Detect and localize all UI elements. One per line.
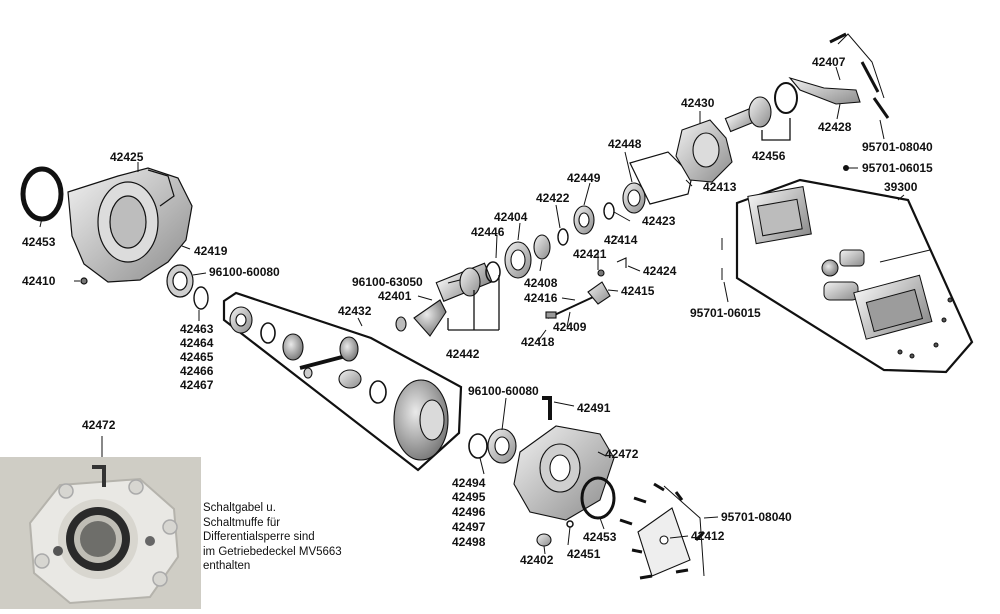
label-42494: 42494 [452, 476, 486, 490]
label-42472-photo: 42472 [82, 418, 116, 432]
assembly-note: Schaltgabel u. Schaltmuffe für Different… [203, 501, 378, 574]
label-42413: 42413 [703, 180, 737, 194]
label-95701-06015-top: 95701-06015 [862, 161, 933, 175]
label-42464: 42464 [180, 336, 214, 350]
label-96100-60080-bottom: 96100-60080 [468, 384, 539, 398]
label-42416: 42416 [524, 291, 558, 305]
label-42415: 42415 [621, 284, 655, 298]
label-42472-diagram: 42472 [605, 447, 639, 461]
seal-42453-b [580, 476, 616, 520]
label-42424: 42424 [643, 264, 677, 278]
pinion-shaft-group [395, 151, 693, 337]
label-42497: 42497 [452, 520, 486, 534]
leader-lines-actuator [721, 194, 905, 303]
note-line-1: Schaltgabel u. [203, 502, 276, 514]
shift-fork-group [545, 257, 627, 319]
differential-housing-group [20, 166, 209, 310]
label-42428: 42428 [818, 120, 852, 134]
leader-lines-upper-right [699, 33, 885, 169]
label-42430: 42430 [681, 96, 715, 110]
label-42414: 42414 [604, 233, 638, 247]
label-42409: 42409 [553, 320, 587, 334]
leader-lines-left [39, 162, 207, 321]
pinion-gear-42401 [413, 299, 447, 337]
cover-photo-graphic [0, 457, 201, 609]
label-42491: 42491 [577, 401, 611, 415]
flange-group [675, 32, 890, 183]
bracket-42442 [447, 275, 500, 331]
label-42407: 42407 [812, 55, 846, 69]
leader-lines-cover [479, 397, 719, 555]
label-42496: 42496 [452, 505, 486, 519]
leader-lines-center [357, 151, 693, 342]
part-number-labels: 42425 42453 42419 42410 96100-60080 4246… [22, 55, 933, 567]
label-42498: 42498 [452, 535, 486, 549]
bracket-42428 [788, 76, 861, 105]
label-96100-60080-top: 96100-60080 [209, 265, 280, 279]
washer-42451 [566, 520, 574, 528]
differential-kit-frame-42432 [222, 291, 463, 472]
label-42423: 42423 [642, 214, 676, 228]
label-42449: 42449 [567, 171, 601, 185]
label-42495: 42495 [452, 490, 486, 504]
shim-ring-42463 [193, 286, 209, 310]
shim-42494 [468, 433, 488, 459]
label-42410: 42410 [22, 274, 56, 288]
label-42432: 42432 [338, 304, 372, 318]
differential-kit-parts [229, 306, 449, 461]
label-42401: 42401 [378, 289, 412, 303]
note-line-3: Differentialsperre sind [203, 531, 315, 543]
label-95701-08040-bottom: 95701-08040 [721, 510, 792, 524]
label-42467: 42467 [180, 378, 214, 392]
screw-42410 [80, 277, 88, 285]
label-42442: 42442 [446, 347, 480, 361]
label-42404: 42404 [494, 210, 528, 224]
cover-bolts [619, 482, 706, 580]
label-95701-08040-top: 95701-08040 [862, 140, 933, 154]
note-line-2: Schaltmuffe für [203, 516, 281, 529]
bolt-bracket-95701-08040 [663, 485, 705, 577]
label-42408: 42408 [524, 276, 558, 290]
actuator-parts [747, 186, 953, 359]
label-42412: 42412 [691, 529, 725, 543]
label-42466: 42466 [180, 364, 214, 378]
label-42451: 42451 [567, 547, 601, 561]
label-42422: 42422 [536, 191, 570, 205]
bracket-42456 [761, 118, 791, 141]
label-95701-06015-left: 95701-06015 [690, 306, 761, 320]
cover-group [468, 396, 691, 577]
label-42421: 42421 [573, 247, 607, 261]
label-42419: 42419 [194, 244, 228, 258]
breather-42491 [542, 396, 552, 420]
note-line-5: enthalten [203, 560, 251, 572]
label-42456: 42456 [752, 149, 786, 163]
label-42465: 42465 [180, 350, 214, 364]
label-42453-left: 42453 [22, 235, 56, 249]
seal-ring-42453 [20, 166, 64, 222]
label-42453-bottom: 42453 [583, 530, 617, 544]
plug-42402 [536, 533, 552, 547]
note-line-4: im Getriebedeckel MV5663 [203, 545, 342, 558]
label-39300: 39300 [884, 180, 918, 194]
label-96100-63050: 96100-63050 [352, 275, 423, 289]
label-42446: 42446 [471, 225, 505, 239]
label-42425: 42425 [110, 150, 144, 164]
label-42448: 42448 [608, 137, 642, 151]
actuator-kit-frame-39300 [735, 178, 974, 374]
label-42418: 42418 [521, 335, 555, 349]
label-42463: 42463 [180, 322, 214, 336]
label-42402: 42402 [520, 553, 554, 567]
photo-42472 [0, 457, 201, 609]
